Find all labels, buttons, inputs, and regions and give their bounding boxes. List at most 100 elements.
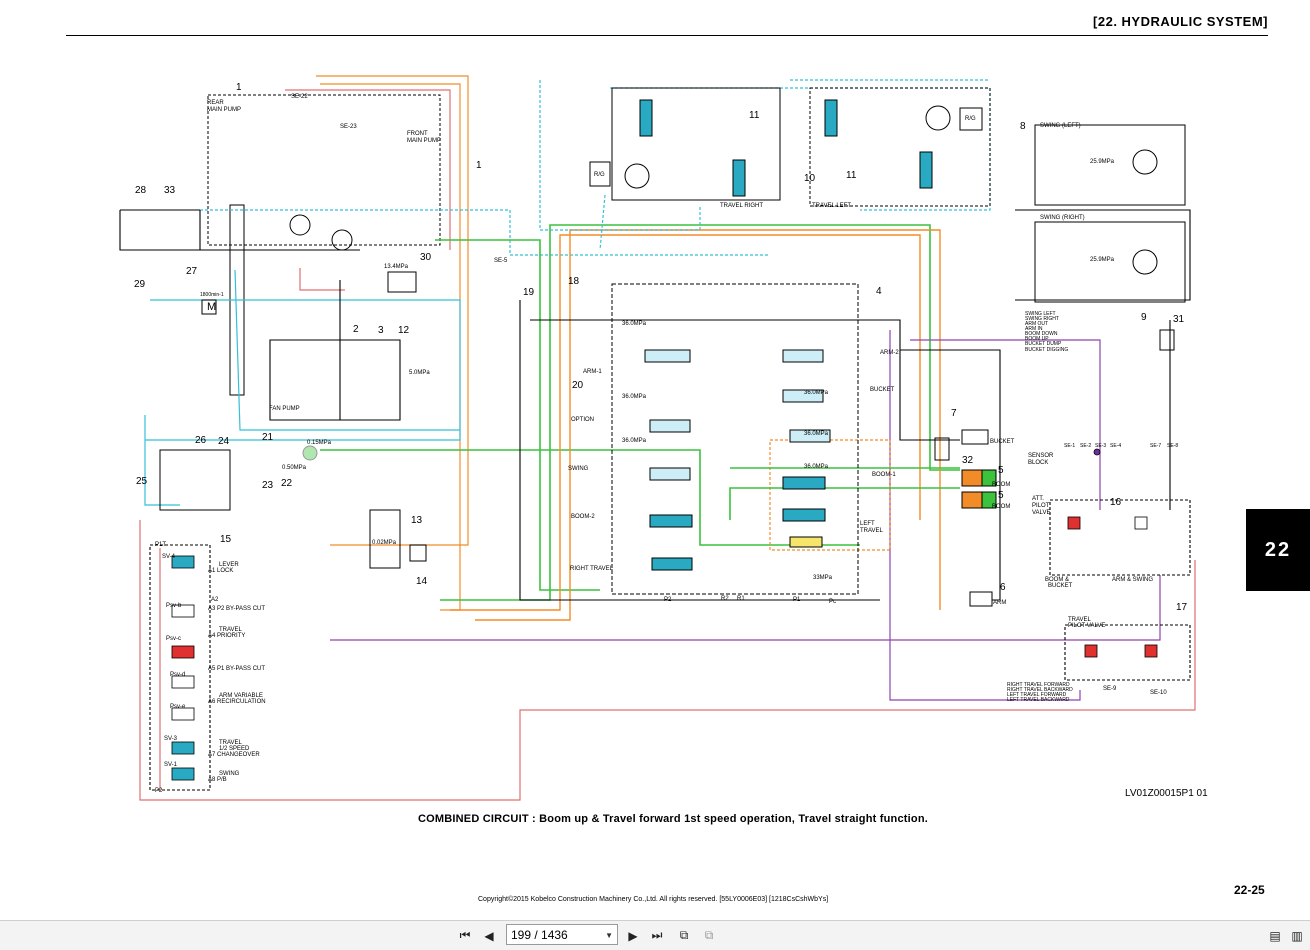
label-att-pilot-2: PILOT bbox=[1032, 503, 1050, 509]
callout: 17 bbox=[1176, 602, 1188, 613]
callout: 5 bbox=[998, 490, 1004, 501]
label-travel-speed: TRAVEL bbox=[219, 740, 243, 746]
figure-caption: COMBINED CIRCUIT : Boom up & Travel forw… bbox=[418, 813, 929, 825]
label-pressure-002: 0.02MPa bbox=[372, 540, 397, 546]
callout: 24 bbox=[218, 436, 230, 447]
label-travel-pilot-2: PILOT VALVE bbox=[1068, 623, 1105, 629]
label-swing-right: SWING (RIGHT) bbox=[1040, 215, 1085, 221]
travel-signal-2: LEFT TRAVEL FORWARD bbox=[1007, 692, 1067, 698]
label-rg-left: R/G bbox=[965, 116, 976, 122]
copy-icon[interactable]: ⧉ bbox=[704, 928, 714, 942]
label-pressure-259a: 25.9MPa bbox=[1090, 159, 1115, 165]
double-page-view-icon[interactable]: ▥ bbox=[1291, 928, 1303, 943]
callout: 13 bbox=[411, 515, 423, 526]
callout: 27 bbox=[186, 266, 198, 277]
label-lever-lock-2: A1 LOCK bbox=[208, 568, 233, 574]
label-boom-bucket-2: BUCKET bbox=[1048, 583, 1073, 589]
label-motor: M bbox=[207, 301, 216, 313]
page-number-value: 199 / 1436 bbox=[511, 928, 568, 942]
callout: 11 bbox=[846, 170, 857, 181]
label-bucket-ctrl: BUCKET bbox=[870, 387, 895, 393]
callout: 15 bbox=[220, 534, 232, 545]
label-arm-var: ARM VARIABLE bbox=[219, 693, 263, 699]
label-travel-speed-2: 1/2 SPEED bbox=[219, 746, 250, 752]
last-page-icon[interactable]: ⏭ bbox=[651, 928, 663, 942]
label-travel-right: TRAVEL RIGHT bbox=[720, 203, 763, 209]
callout: 6 bbox=[1000, 582, 1006, 593]
pilot-valves bbox=[1067, 448, 1158, 658]
label-left-travel-2: TRAVEL bbox=[860, 528, 884, 534]
label-psvd: Psv-d bbox=[170, 672, 185, 678]
label-se9: SE-9 bbox=[1103, 686, 1117, 692]
callout: 9 bbox=[1141, 312, 1147, 323]
label-bucket-cyl: BUCKET bbox=[990, 439, 1015, 445]
label-sensor-block: SENSOR bbox=[1028, 453, 1054, 459]
signal-0: SWING LEFT bbox=[1025, 311, 1056, 317]
single-page-view-icon[interactable]: ▤ bbox=[1269, 928, 1281, 943]
label-att-pilot-3: VALVE bbox=[1032, 510, 1050, 516]
callout: 22 bbox=[281, 478, 293, 489]
signal-6: BUCKET DUMP bbox=[1025, 341, 1062, 347]
cylinders bbox=[961, 429, 997, 607]
sensor-se1: SE-1 bbox=[1064, 443, 1075, 449]
sensor-se7: SE-7 bbox=[1150, 443, 1161, 449]
callout: 18 bbox=[568, 276, 580, 287]
viewer-toolbar: ⏮ ◀ 199 / 1436 ▼ ▶ ⏭ ⧉ ⧉ ▤ ▥ bbox=[0, 920, 1310, 950]
sensor-se4: SE-4 bbox=[1110, 443, 1121, 449]
label-pressure-50: 5.0MPa bbox=[409, 370, 430, 376]
callout: 32 bbox=[962, 455, 974, 466]
label-sv1: SV-1 bbox=[164, 762, 178, 768]
drawing-code: LV01Z00015P1 01 bbox=[1125, 788, 1208, 799]
label-se22: SE-22 bbox=[291, 94, 308, 100]
label-front-pump: FRONT bbox=[407, 131, 428, 137]
signal-labels: SWING LEFT SWING RIGHT ARM OUT ARM IN BO… bbox=[1007, 311, 1178, 703]
label-arm-swing: ARM & SWING bbox=[1112, 577, 1153, 583]
label-travel-left: TRAVEL LEFT bbox=[812, 203, 851, 209]
label-swing-left: SWING (LEFT) bbox=[1040, 123, 1081, 129]
label-boom-cyl-b: BOOM bbox=[992, 504, 1010, 510]
callout: 20 bbox=[572, 380, 584, 391]
label-psve: Psv-e bbox=[170, 704, 186, 710]
label-p2-port: P2 bbox=[155, 788, 163, 794]
chevron-down-icon[interactable]: ▼ bbox=[605, 931, 613, 940]
callout: 33 bbox=[164, 185, 176, 196]
callout: 31 bbox=[1173, 314, 1185, 325]
label-sv3: SV-3 bbox=[164, 736, 178, 742]
callout: 21 bbox=[262, 432, 274, 443]
control-valve-block bbox=[611, 283, 859, 595]
signal-5: BOOM UP bbox=[1025, 336, 1049, 342]
label-pressure-360a: 36.0MPa bbox=[622, 321, 647, 327]
travel-signal-1: RIGHT TRAVEL BACKWARD bbox=[1007, 687, 1073, 693]
label-r1: R1 bbox=[737, 596, 745, 602]
first-page-icon[interactable]: ⏮ bbox=[459, 928, 471, 942]
label-left-travel: LEFT bbox=[860, 521, 875, 527]
label-right-travel: RIGHT TRAVEL bbox=[570, 566, 614, 572]
label-r2: R2 bbox=[721, 596, 729, 602]
label-psvb: Psv-b bbox=[166, 603, 182, 609]
travel-signal-3: LEFT TRAVEL BACKWARD bbox=[1007, 697, 1070, 703]
callout: 30 bbox=[420, 252, 432, 263]
label-boom-bucket: BOOM & bbox=[1045, 577, 1069, 583]
label-pc: Pc bbox=[829, 599, 836, 605]
misc-components bbox=[159, 271, 1175, 569]
signal-7: BUCKET DIGGING bbox=[1025, 347, 1068, 353]
next-page-icon[interactable]: ▶ bbox=[628, 928, 638, 943]
label-pressure-259b: 25.9MPa bbox=[1090, 257, 1115, 263]
label-rg-right: R/G bbox=[594, 172, 605, 178]
signal-2: ARM OUT bbox=[1025, 321, 1048, 327]
callout: 8 bbox=[1020, 121, 1026, 132]
label-travel-priority: TRAVEL bbox=[219, 627, 243, 633]
label-p1-bypass: A5 P1 BY-PASS CUT bbox=[208, 666, 265, 672]
hydraulic-circuit-diagram: REAR MAIN PUMP FRONT MAIN PUMP SE-22 SE-… bbox=[119, 75, 1196, 801]
prev-page-icon[interactable]: ◀ bbox=[484, 928, 494, 943]
rotate-icon[interactable]: ⧉ bbox=[679, 928, 689, 942]
signal-3: ARM IN bbox=[1025, 326, 1043, 332]
callout: 4 bbox=[876, 286, 882, 297]
label-pressure-015: 0.15MPa bbox=[307, 440, 332, 446]
header-rule bbox=[66, 35, 1268, 36]
label-se10: SE-10 bbox=[1150, 690, 1167, 696]
label-rear-pump-2: MAIN PUMP bbox=[207, 107, 241, 113]
label-pressure-050: 0.50MPa bbox=[282, 465, 307, 471]
page-number-input[interactable]: 199 / 1436 ▼ bbox=[506, 924, 618, 945]
label-arm-cyl: ARM bbox=[993, 600, 1006, 606]
